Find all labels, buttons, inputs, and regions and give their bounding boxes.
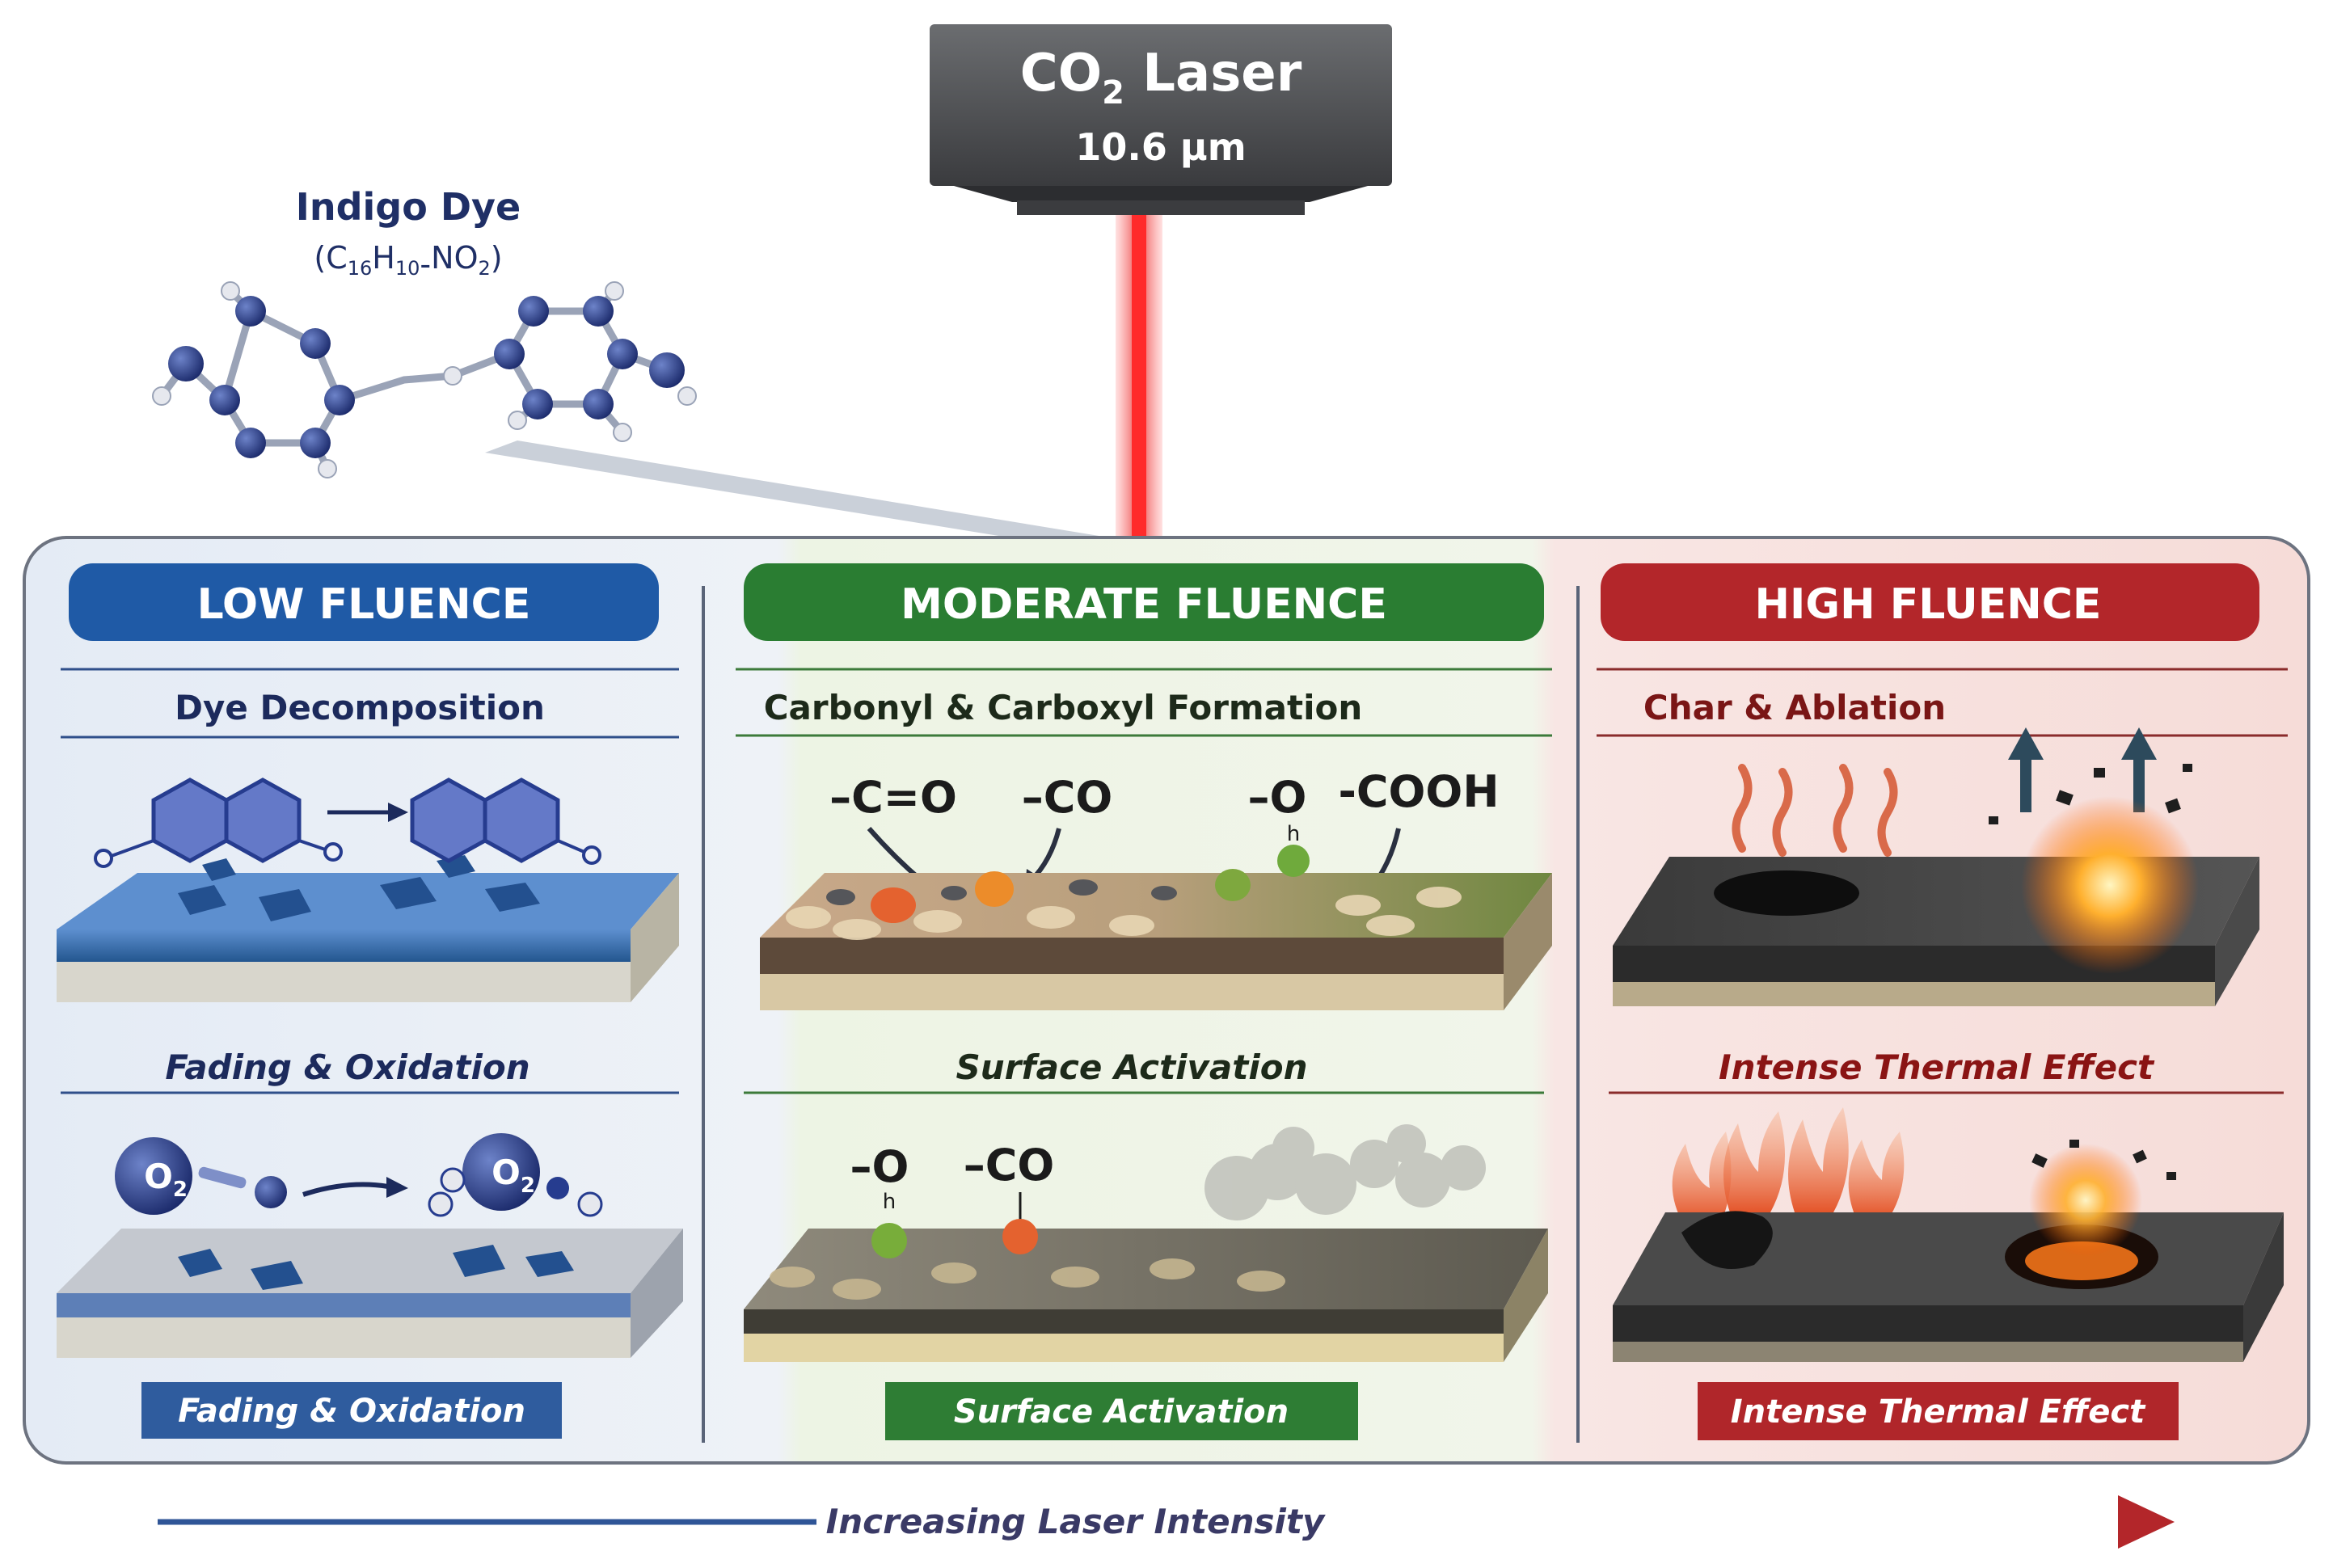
ejection-arrows bbox=[2008, 727, 2157, 812]
low-fluence-title: LOW FLUENCE bbox=[197, 580, 531, 629]
low-footer-box bbox=[141, 1382, 562, 1439]
moderate-smoke bbox=[1204, 1124, 1486, 1220]
axis-label: Increasing Laser Intensity bbox=[826, 1502, 1326, 1541]
group-o-h: h bbox=[1287, 822, 1300, 846]
low-fluence-header bbox=[69, 563, 659, 641]
high-footer-label: Intense Thermal Effect bbox=[1731, 1393, 2146, 1431]
moderate-fluence-header bbox=[744, 563, 1544, 641]
zoom-pointer bbox=[485, 440, 1124, 550]
low-oxidation-slab bbox=[57, 1229, 683, 1358]
indigo-dye-molecule: Indigo Dye (C16H10-NO2) bbox=[152, 185, 697, 478]
moderate-top-subtitle: Carbonyl & Carboxyl Formation bbox=[764, 688, 1363, 727]
svg-text:O2: O2 bbox=[491, 1153, 535, 1198]
moderate-activation-slab bbox=[744, 1219, 1548, 1362]
high-top-subtitle: Char & Ablation bbox=[1643, 688, 1946, 727]
low-dye-rings bbox=[151, 778, 560, 863]
low-fluence-panel: LOW FLUENCE Dye Decomposition bbox=[57, 563, 683, 1439]
high-fluence-panel: HIGH FLUENCE Char & Ablation bbox=[1597, 563, 2288, 1440]
laser-title: CO2 Laser bbox=[1020, 44, 1302, 112]
group-c-double-o: –C=O bbox=[829, 772, 957, 823]
high-footer-box bbox=[1698, 1382, 2179, 1440]
axis-arrowhead bbox=[2118, 1495, 2175, 1549]
low-footer-label: Fading & Oxidation bbox=[178, 1393, 525, 1430]
high-char-slab bbox=[1613, 764, 2259, 1006]
moderate-fluence-title: MODERATE FLUENCE bbox=[901, 580, 1387, 629]
low-dye-slab bbox=[57, 855, 679, 1002]
molecule-title: Indigo Dye bbox=[296, 185, 521, 229]
group-o: –O bbox=[1248, 772, 1307, 823]
laser-beam bbox=[1116, 215, 1162, 554]
low-oxidation-arrow bbox=[302, 1182, 389, 1197]
bottom-group-o: –O bbox=[850, 1141, 909, 1192]
group-co: –CO bbox=[1022, 772, 1113, 823]
moderate-fluence-panel: MODERATE FLUENCE Carbonyl & Carboxyl For… bbox=[736, 563, 1552, 1440]
molecule-formula: (C16H10-NO2) bbox=[314, 240, 502, 282]
thermal-blast-icon bbox=[2029, 1144, 2142, 1257]
low-top-subtitle: Dye Decomposition bbox=[175, 688, 545, 727]
group-cooh: -COOH bbox=[1338, 766, 1499, 817]
high-thermal-slab bbox=[1613, 1140, 2284, 1362]
molecule-atoms bbox=[152, 281, 697, 478]
heat-wave-icon bbox=[1732, 764, 1898, 857]
co2-laser-head: CO2 Laser 10.6 µm bbox=[930, 24, 1392, 215]
high-fluence-title: HIGH FLUENCE bbox=[1755, 580, 2102, 629]
bottom-group-co: –CO bbox=[964, 1140, 1055, 1191]
svg-text:O2: O2 bbox=[144, 1157, 188, 1202]
laser-wavelength: 10.6 µm bbox=[1075, 125, 1246, 169]
bottom-group-o-h: h bbox=[883, 1190, 896, 1214]
low-mid-subtitle: Fading & Oxidation bbox=[165, 1047, 529, 1087]
high-fluence-header bbox=[1601, 563, 2259, 641]
ablation-blast-icon bbox=[2021, 796, 2199, 974]
moderate-mid-subtitle: Surface Activation bbox=[956, 1047, 1307, 1087]
low-oxygen-molecules: O2 O2 bbox=[115, 1133, 603, 1217]
intensity-axis: Increasing Laser Intensity bbox=[158, 1495, 2175, 1549]
moderate-carbonyl-slab bbox=[760, 845, 1552, 1010]
flame-icon bbox=[1672, 1107, 1905, 1220]
moderate-footer-box bbox=[885, 1382, 1358, 1440]
moderate-footer-label: Surface Activation bbox=[954, 1393, 1289, 1431]
high-mid-subtitle: Intense Thermal Effect bbox=[1719, 1047, 2155, 1087]
